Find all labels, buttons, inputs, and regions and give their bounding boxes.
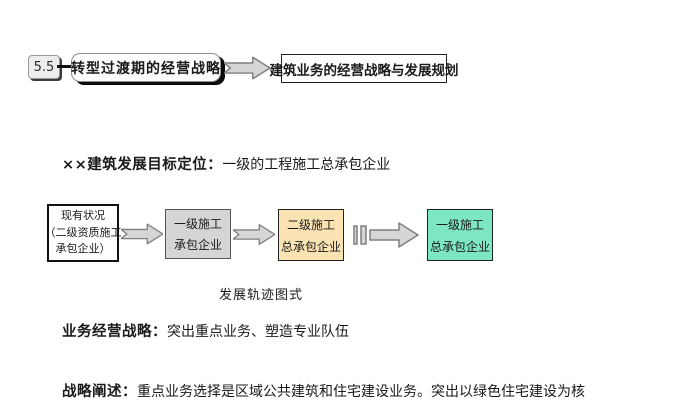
flow-caption: 发展轨迹图式 <box>219 288 304 303</box>
striped-right-arrow-icon <box>353 222 419 248</box>
goal-line: ××建筑发展目标定位：一级的工程施工总承包企业 <box>62 153 390 174</box>
node-line: 承包企业 <box>173 238 222 252</box>
goal-label: ××建筑发展目标定位： <box>62 157 223 173</box>
section-number: 5.5 <box>33 59 55 75</box>
right-arrow-icon <box>121 223 163 245</box>
flow-node-current-status: 现有状况 （二级资质施工 承包企业） <box>44 204 122 262</box>
connector-line <box>57 65 71 68</box>
node-line: 二级施工 <box>286 217 335 232</box>
right-arrow-icon <box>224 56 270 80</box>
description-value: 重点业务选择是区域公共建筑和住宅建设业务。突出以绿色住宅建设为核 <box>137 384 585 400</box>
flow-node-level2-general-contractor: 二级施工 总承包企业 <box>278 209 344 261</box>
description-label: 战略阐述： <box>62 384 137 400</box>
node-line: 一级施工 <box>173 217 222 231</box>
strategy-line: 业务经营战略：突出重点业务、塑造专业队伍 <box>62 320 349 341</box>
strategy-value: 突出重点业务、塑造专业队伍 <box>167 324 349 340</box>
description-line: 战略阐述：重点业务选择是区域公共建筑和住宅建设业务。突出以绿色住宅建设为核 <box>62 380 585 401</box>
section-number-badge: 5.5 <box>28 55 60 79</box>
node-line: （二级资质施工 <box>44 225 122 239</box>
section-title-box: 转型过渡期的经营战略 <box>71 53 221 82</box>
flow-node-level1-contractor: 一级施工 承包企业 <box>165 209 231 259</box>
flow-node-level1-general-contractor: 一级施工 总承包企业 <box>427 209 493 261</box>
node-line: 一级施工 <box>435 217 484 232</box>
strategy-label: 业务经营战略： <box>62 324 167 340</box>
result-title: 建筑业务的经营战略与发展规划 <box>269 62 459 79</box>
node-line: 总承包企业 <box>429 239 490 254</box>
node-line: 总承包企业 <box>280 239 341 254</box>
right-arrow-icon <box>233 224 275 245</box>
node-line: 现有状况 <box>61 209 105 223</box>
goal-value: 一级的工程施工总承包企业 <box>222 157 391 173</box>
node-line: 承包企业） <box>55 242 111 256</box>
section-title: 转型过渡期的经营战略 <box>71 60 221 77</box>
result-title-box: 建筑业务的经营战略与发展规划 <box>270 54 459 83</box>
